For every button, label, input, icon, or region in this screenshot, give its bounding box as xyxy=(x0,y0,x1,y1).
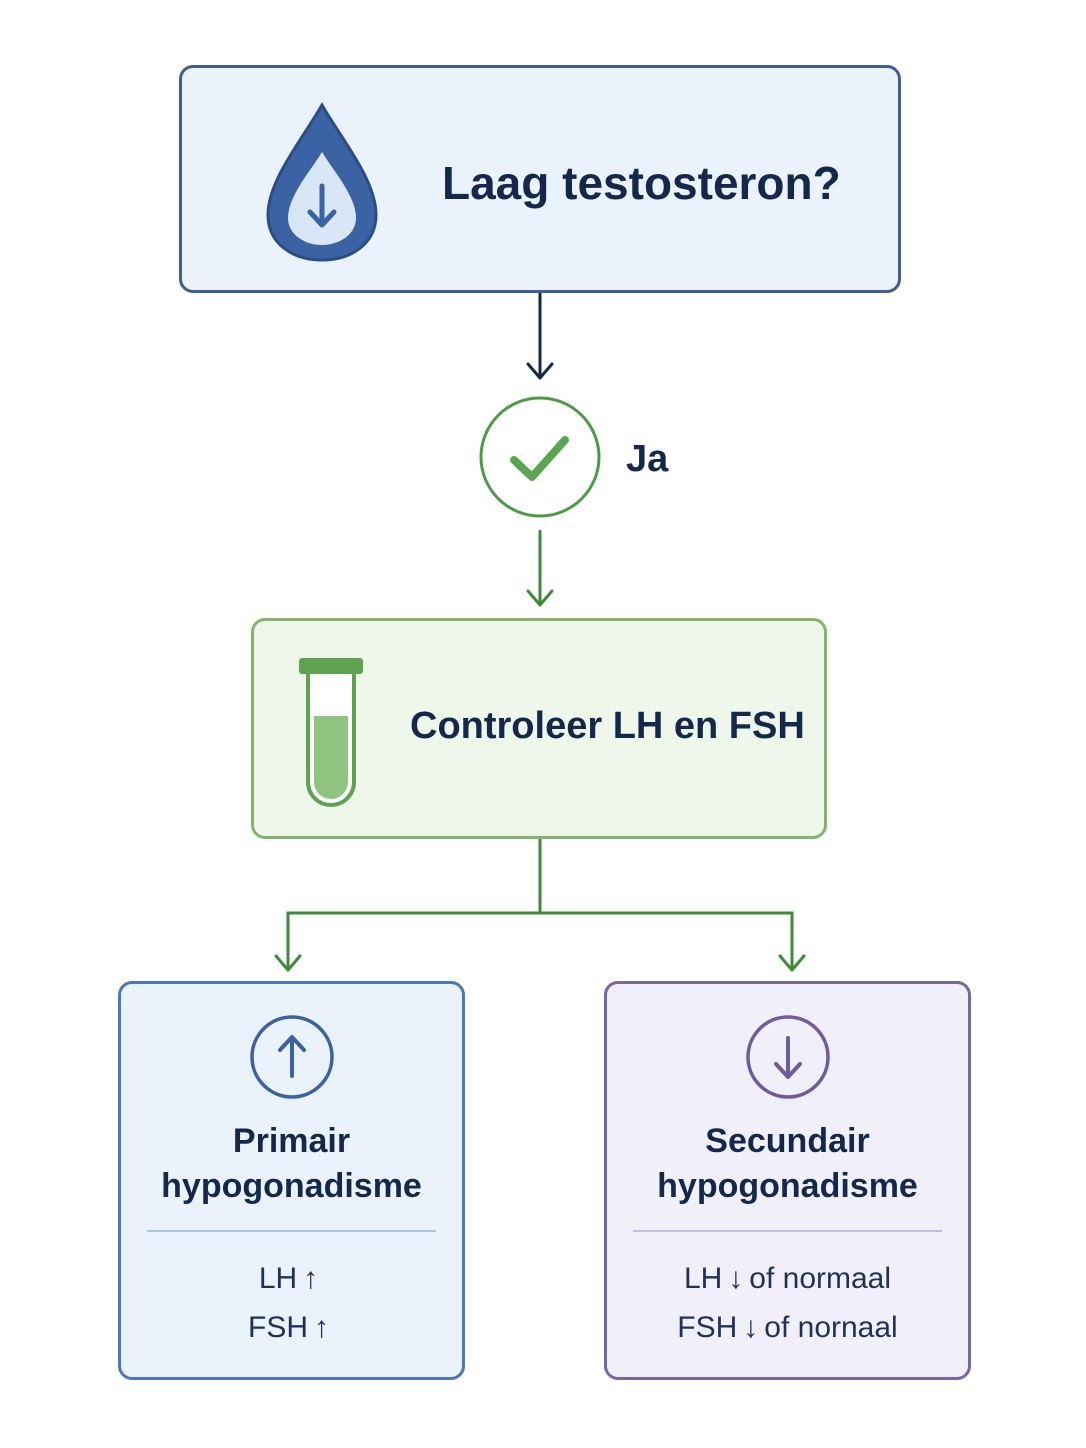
fsh-suffix: of nornaal xyxy=(764,1311,898,1344)
checkmark-circle-icon xyxy=(479,396,601,518)
primary-hypogonadism-card: Primair hypogonadisme LH↑ FSH↑ xyxy=(118,981,465,1380)
secondary-hypogonadism-card: Secundair hypogonadisme LH↓of normaal FS… xyxy=(604,981,971,1380)
secondary-title-line1: Secundair xyxy=(705,1122,870,1160)
check-lh-fsh-title: Controleer LH en FSH xyxy=(410,705,805,747)
arrowhead-middle xyxy=(526,589,554,607)
divider xyxy=(147,1230,436,1232)
secondary-title-line2: hypogonadisme xyxy=(657,1167,918,1205)
lh-label: LH xyxy=(683,1262,723,1295)
arrow-up-circle-icon xyxy=(250,1015,334,1099)
up-arrow-icon: ↑ xyxy=(314,1311,329,1344)
fsh-label: FSH xyxy=(248,1311,308,1344)
primary-title-line2: hypogonadisme xyxy=(161,1167,422,1205)
primary-fsh-row: FSH↑ xyxy=(121,1303,462,1352)
check-lh-fsh-box: Controleer LH en FSH xyxy=(251,618,827,839)
down-arrow-icon: ↓ xyxy=(728,1262,744,1295)
fsh-label: FSH xyxy=(677,1311,738,1344)
lh-label: LH xyxy=(258,1262,298,1295)
test-tube-icon xyxy=(299,658,363,807)
divider xyxy=(633,1230,942,1232)
question-title: Laag testosteron? xyxy=(442,157,841,209)
secondary-fsh-row: FSH↓of nornaal xyxy=(607,1303,968,1352)
lh-suffix: of normaal xyxy=(749,1262,892,1295)
question-box: Laag testosteron? xyxy=(179,65,901,293)
arrowhead-right xyxy=(778,954,806,972)
arrowhead-left xyxy=(274,954,302,972)
drop-down-arrow-icon xyxy=(266,101,378,262)
up-arrow-icon: ↑ xyxy=(303,1262,319,1295)
arrowhead-top xyxy=(526,362,554,380)
arrow-down-circle-icon xyxy=(746,1015,830,1099)
primary-title-line1: Primair xyxy=(232,1122,351,1160)
primary-lh-row: LH↑ xyxy=(121,1254,462,1303)
branch-connector xyxy=(286,839,794,968)
down-arrow-icon: ↓ xyxy=(743,1311,759,1344)
yes-label: Ja xyxy=(626,438,669,480)
secondary-lh-row: LH↓of normaal xyxy=(607,1254,968,1303)
